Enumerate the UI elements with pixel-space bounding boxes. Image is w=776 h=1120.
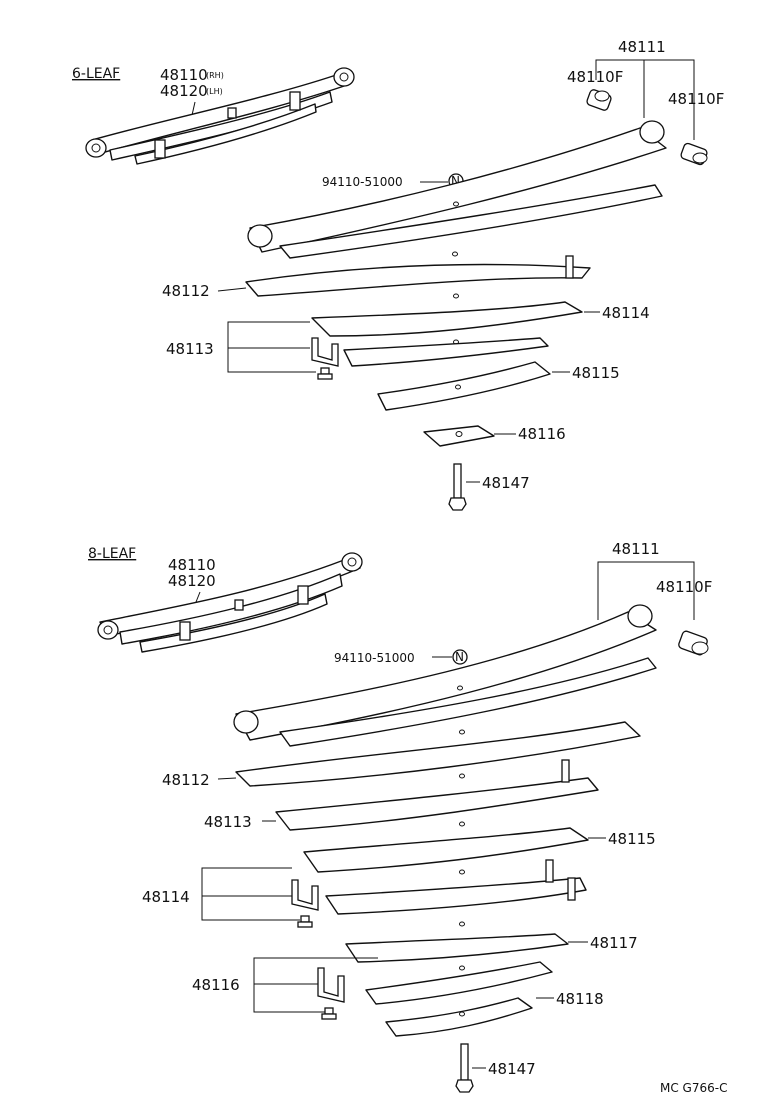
eight-leaf-section: 8-LEAF 48110 48120 48111 48110F 94110-51…	[88, 540, 712, 1093]
six-leaf-header: 6-LEAF	[72, 66, 120, 82]
eight-leaf-bushing-group-label: 48111	[612, 540, 660, 558]
eight-leaf-bushing-right-label: 48110F	[656, 578, 712, 596]
six-leaf-assy-label-rh: 48110	[160, 66, 208, 84]
six-leaf-48113-rivet	[317, 367, 333, 380]
six-leaf-assy-suffix-rh: (RH)	[206, 71, 224, 80]
six-leaf-part-48113: 48113	[166, 340, 214, 358]
six-leaf-48113-clip	[311, 337, 339, 367]
eight-leaf-header: 8-LEAF	[88, 546, 136, 562]
svg-text:N: N	[451, 174, 460, 188]
figure-code: MC G766-C	[660, 1081, 727, 1095]
eight-leaf-48118-leaf	[365, 961, 553, 1037]
eight-leaf-part-48117: 48117	[590, 934, 638, 952]
eight-leaf-second-leaf	[279, 657, 657, 747]
six-leaf-bushing-left	[586, 89, 612, 111]
eight-leaf-48114-clip	[291, 879, 319, 911]
eight-leaf-bushing-right	[678, 630, 709, 656]
six-leaf-second-leaf	[279, 184, 663, 259]
eight-leaf-48112-leaf	[235, 721, 641, 787]
eight-leaf-48117-leaf	[345, 921, 569, 963]
six-leaf-bushing-group-label: 48111	[618, 38, 666, 56]
eight-leaf-main-leaf	[233, 604, 657, 741]
eight-leaf-48116-bracket	[253, 957, 378, 1013]
six-leaf-bushing-right	[680, 142, 708, 166]
six-leaf-part-48116: 48116	[518, 425, 566, 443]
eight-leaf-part-48112: 48112	[162, 771, 210, 789]
eight-leaf-48115-leaf	[303, 827, 589, 875]
six-leaf-bolt-code: 94110-51000	[322, 175, 403, 189]
six-leaf-48147-center-bolt	[448, 463, 467, 511]
six-leaf-section: 6-LEAF 48110 (RH) 48120 (LH) 48111 48110…	[72, 38, 724, 511]
six-leaf-spring-assembly-illustration	[85, 67, 355, 165]
six-leaf-bushing-bracket	[595, 59, 695, 140]
six-leaf-48115-leaf	[377, 361, 551, 411]
eight-leaf-bushing-bracket	[597, 561, 695, 620]
six-leaf-part-48147: 48147	[482, 474, 530, 492]
six-leaf-48113-bracket	[227, 321, 316, 373]
six-leaf-assy-label-lh: 48120	[160, 82, 208, 100]
six-leaf-bushing-left-label: 48110F	[567, 68, 623, 86]
eight-leaf-48113-leaf	[275, 759, 599, 831]
six-leaf-assy-suffix-lh: (LH)	[206, 87, 223, 96]
six-leaf-48116-pad	[423, 425, 495, 447]
eight-leaf-48147-center-bolt	[455, 1043, 474, 1093]
eight-leaf-part-48118: 48118	[556, 990, 604, 1008]
eight-leaf-bolt-code: 94110-51000	[334, 651, 415, 665]
six-leaf-bushing-right-label: 48110F	[668, 90, 724, 108]
eight-leaf-part-48113: 48113	[204, 813, 252, 831]
eight-leaf-48116-rivet	[321, 1007, 337, 1020]
six-leaf-part-48115: 48115	[572, 364, 620, 382]
eight-leaf-n-symbol	[452, 649, 468, 665]
six-leaf-main-leaf	[247, 120, 667, 253]
svg-text:N: N	[455, 650, 464, 664]
six-leaf-48114-leaf	[311, 301, 583, 367]
eight-leaf-assy-label-1: 48110	[168, 556, 216, 574]
eight-leaf-part-48114: 48114	[142, 888, 190, 906]
eight-leaf-part-48115: 48115	[608, 830, 656, 848]
eight-leaf-48114-bracket	[201, 867, 300, 921]
six-leaf-part-48114: 48114	[602, 304, 650, 322]
eight-leaf-spring-assembly-illustration	[97, 552, 363, 653]
eight-leaf-part-48147: 48147	[488, 1060, 536, 1078]
eight-leaf-part-48116: 48116	[192, 976, 240, 994]
eight-leaf-48114-leaf	[325, 859, 587, 915]
six-leaf-48112-leaf	[245, 255, 591, 299]
eight-leaf-48114-rivet	[297, 915, 313, 928]
eight-leaf-48116-clip	[317, 967, 345, 1003]
eight-leaf-assy-label-2: 48120	[168, 572, 216, 590]
six-leaf-part-48112: 48112	[162, 282, 210, 300]
